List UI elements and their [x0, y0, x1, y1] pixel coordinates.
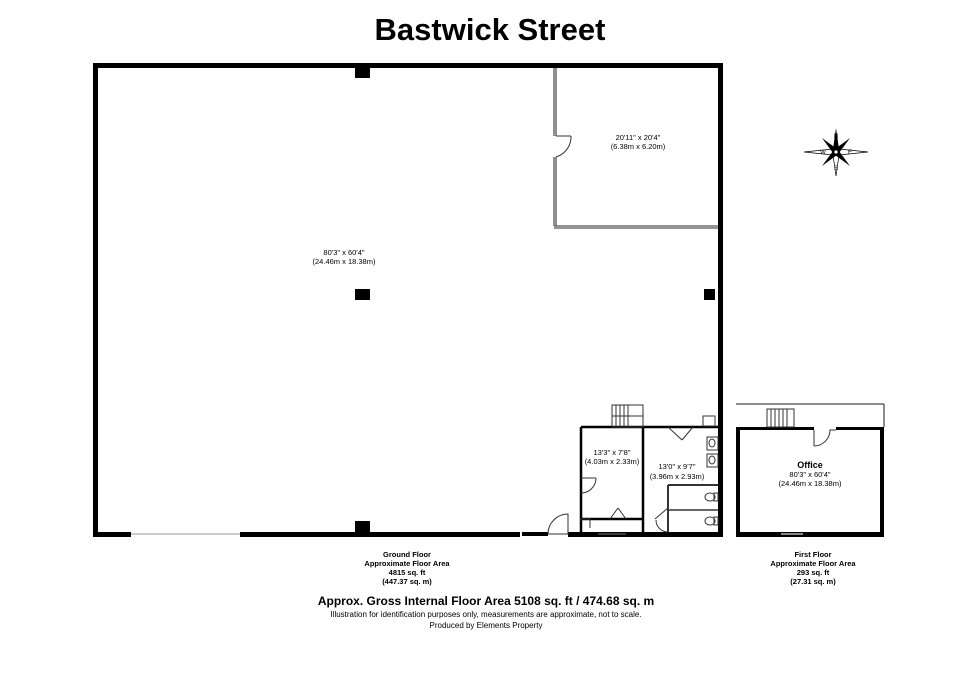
compass-rose: N S E W — [803, 128, 869, 177]
first-floor-area-ft: 293 sq. ft — [797, 568, 830, 577]
office-details — [736, 403, 885, 535]
gross-area-text: Approx. Gross Internal Floor Area 5108 s… — [318, 594, 654, 608]
first-floor-area-label: Approximate Floor Area — [770, 559, 856, 568]
main-room-metric: (24.46m x 18.38m) — [313, 257, 376, 266]
ground-floor-area-ft: 4815 sq. ft — [389, 568, 426, 577]
small-room-metric: (4.03m x 2.33m) — [585, 457, 640, 466]
first-floor-label: First Floor — [794, 550, 831, 559]
compass-west: W — [820, 150, 826, 156]
corner-room-dims: 20'11" x 20'4" — [616, 133, 661, 142]
wc-room-metric: (3.96m x 2.93m) — [650, 472, 705, 481]
office-name: Office — [797, 460, 823, 470]
compass-north: N — [834, 134, 838, 140]
ground-floor-area-label: Approximate Floor Area — [364, 559, 450, 568]
ground-floor-walls — [93, 63, 723, 537]
small-room-dims: 13'3" x 7'8" — [594, 448, 631, 457]
producer-text: Produced by Elements Property — [430, 621, 543, 630]
office-walls — [736, 427, 884, 537]
service-core-walls — [579, 425, 718, 532]
ground-floor-area-m: (447.37 sq. m) — [382, 577, 432, 586]
first-floor-area-m: (27.31 sq. m) — [790, 577, 836, 586]
office-dims: 80'3" x 60'4" — [789, 470, 830, 479]
office-metric: (24.46m x 18.38m) — [779, 479, 842, 488]
compass-south: S — [834, 166, 838, 172]
first-floor-caption: First Floor Approximate Floor Area 293 s… — [770, 550, 856, 586]
structural-columns — [355, 67, 715, 533]
corner-room-partition — [553, 68, 718, 229]
wc-room-dims: 13'0" x 9'7" — [659, 462, 696, 471]
main-room-dims: 80'3" x 60'4" — [323, 248, 364, 257]
compass-east: E — [848, 150, 852, 156]
service-core-details — [547, 404, 719, 535]
ground-floor-label: Ground Floor — [383, 550, 431, 559]
corner-room-metric: (6.38m x 6.20m) — [611, 142, 666, 151]
page-title: Bastwick Street — [375, 12, 606, 47]
ground-floor-caption: Ground Floor Approximate Floor Area 4815… — [364, 550, 450, 586]
disclaimer-text: Illustration for identification purposes… — [330, 610, 641, 619]
